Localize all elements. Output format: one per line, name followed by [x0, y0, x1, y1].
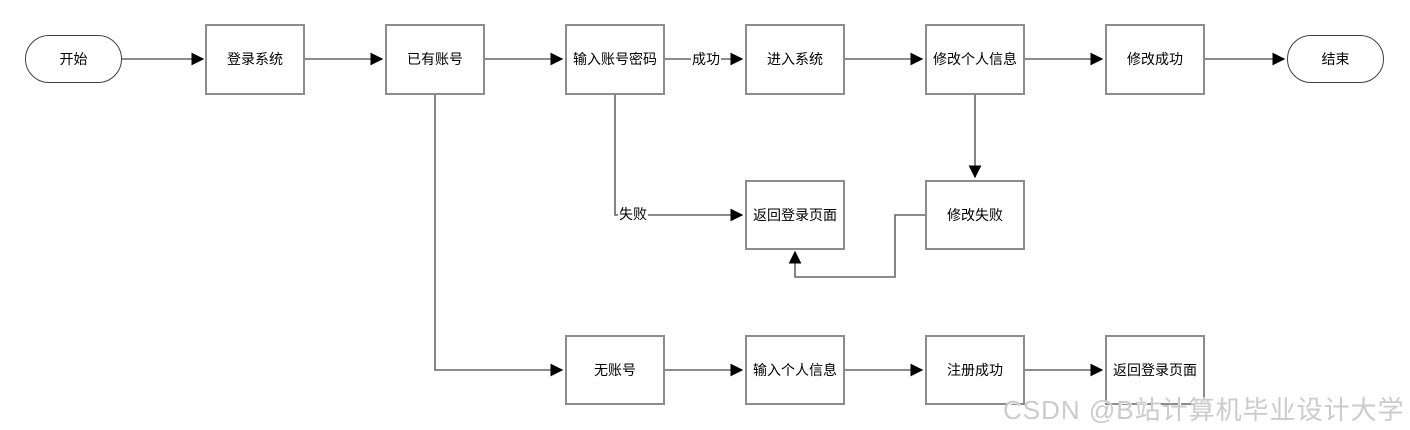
node-enter-system: 进入系统 [745, 24, 845, 95]
node-return-login-page-2: 返回登录页面 [1105, 335, 1205, 405]
node-start: 开始 [25, 35, 122, 83]
node-register-success: 注册成功 [925, 335, 1025, 405]
edge-credentials-fail-to-returnlogin [614, 95, 744, 222]
edge-label-fail: 失败 [618, 204, 648, 224]
edge-modifyfail-to-returnlogin [788, 214, 925, 278]
node-has-account: 已有账号 [385, 24, 485, 95]
node-return-login-page: 返回登录页面 [745, 180, 845, 250]
node-end: 结束 [1287, 35, 1384, 83]
node-no-account: 无账号 [565, 335, 665, 405]
node-login-system: 登录系统 [205, 24, 305, 95]
edge-hasaccount-to-noaccount [434, 95, 564, 377]
node-modify-success: 修改成功 [1105, 24, 1205, 95]
node-enter-credentials: 输入账号密码 [565, 24, 665, 95]
node-modify-fail: 修改失败 [925, 180, 1025, 250]
watermark: CSDN @B站计算机毕业设计大学 [1003, 395, 1405, 425]
edge-label-success: 成功 [691, 49, 721, 69]
node-modify-personal-info: 修改个人信息 [925, 24, 1025, 95]
node-enter-personal-info: 输入个人信息 [745, 335, 845, 405]
